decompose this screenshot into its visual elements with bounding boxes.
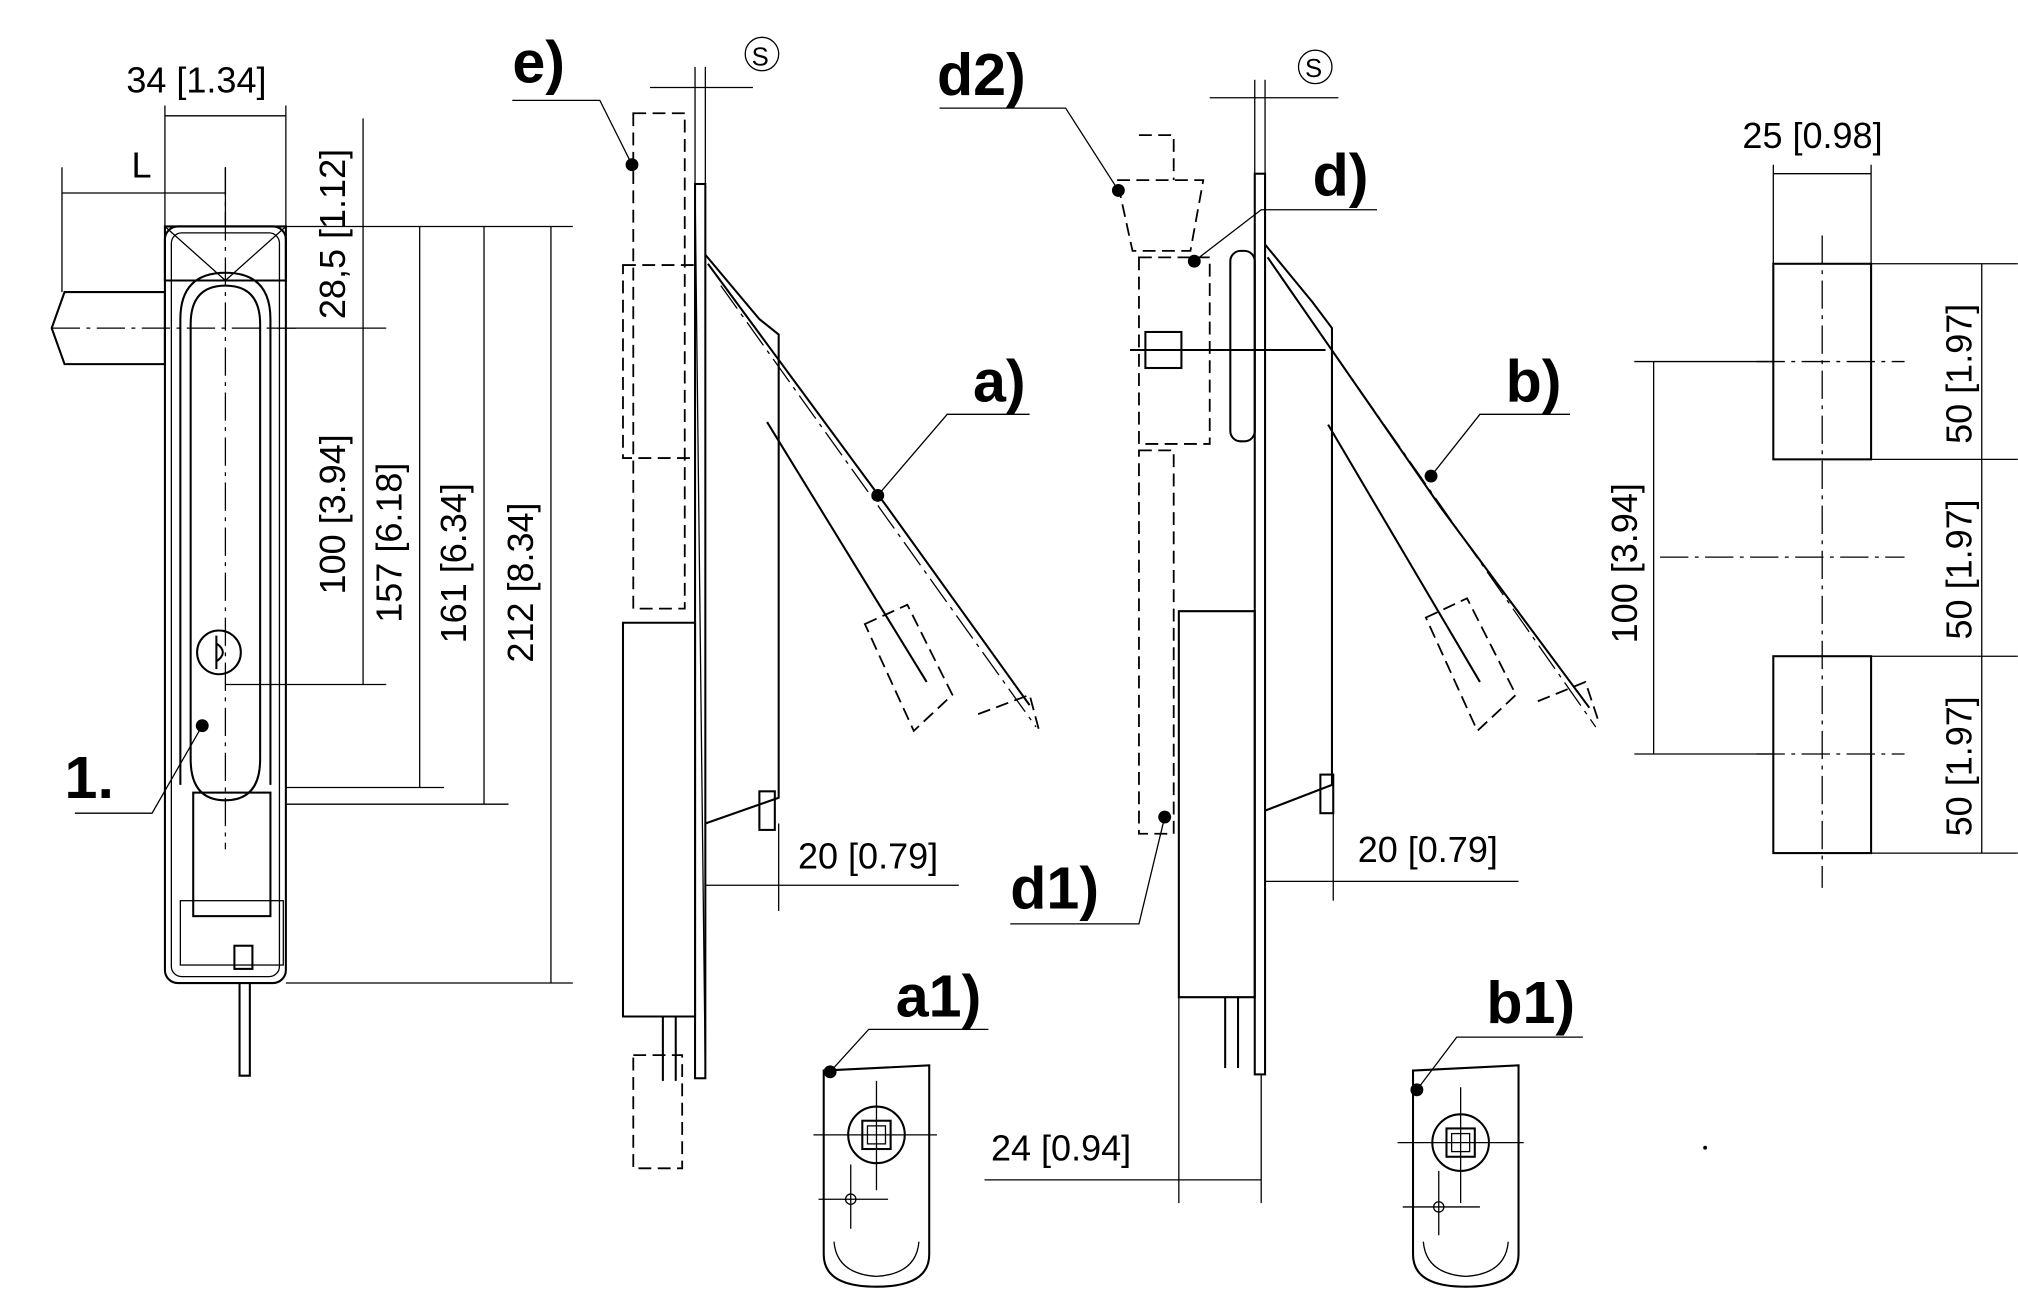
label-d2: d2) bbox=[937, 41, 1026, 108]
dim-161: 161 [6.34] bbox=[433, 483, 474, 643]
side-view-right bbox=[939, 49, 1600, 1204]
detail-b1 bbox=[1397, 1036, 1583, 1288]
dim-50-bottom: 50 [1.97] bbox=[1938, 696, 1979, 836]
symbol-s-right: S bbox=[1305, 55, 1322, 83]
label-b1: b1) bbox=[1486, 969, 1575, 1036]
label-a: a) bbox=[973, 347, 1026, 414]
dim-20-left: 20 [0.79] bbox=[798, 836, 938, 877]
dim-25: 25 [0.98] bbox=[1742, 115, 1882, 156]
dim-212: 212 [8.34] bbox=[500, 502, 541, 662]
dim-100-cutout: 100 [3.94] bbox=[1604, 483, 1645, 643]
dim-28-5: 28,5 [1.12] bbox=[312, 149, 353, 319]
callout-1: 1. bbox=[65, 744, 114, 811]
dim-l: L bbox=[131, 145, 151, 186]
side-view-left bbox=[512, 36, 1041, 1170]
dim-50-middle: 50 [1.97] bbox=[1938, 499, 1979, 639]
dim-24: 24 [0.94] bbox=[991, 1128, 1131, 1169]
dim-100-front: 100 [3.94] bbox=[312, 434, 353, 594]
dim-50-top: 50 [1.97] bbox=[1938, 304, 1979, 444]
dim-157: 157 [6.18] bbox=[369, 463, 410, 623]
front-view-dimensions bbox=[61, 105, 573, 984]
label-a1: a1) bbox=[896, 962, 982, 1029]
label-d: d) bbox=[1313, 142, 1369, 209]
dim-width-34: 34 [1.34] bbox=[126, 60, 266, 101]
dim-20-right: 20 [0.79] bbox=[1358, 829, 1498, 870]
detail-a1 bbox=[813, 1028, 989, 1288]
label-b: b) bbox=[1506, 347, 1562, 414]
symbol-s-left: S bbox=[752, 44, 769, 72]
panel-cutout bbox=[1634, 164, 2018, 1150]
label-d1: d1) bbox=[1010, 854, 1099, 921]
label-e: e) bbox=[512, 28, 565, 95]
front-view bbox=[50, 167, 297, 1077]
